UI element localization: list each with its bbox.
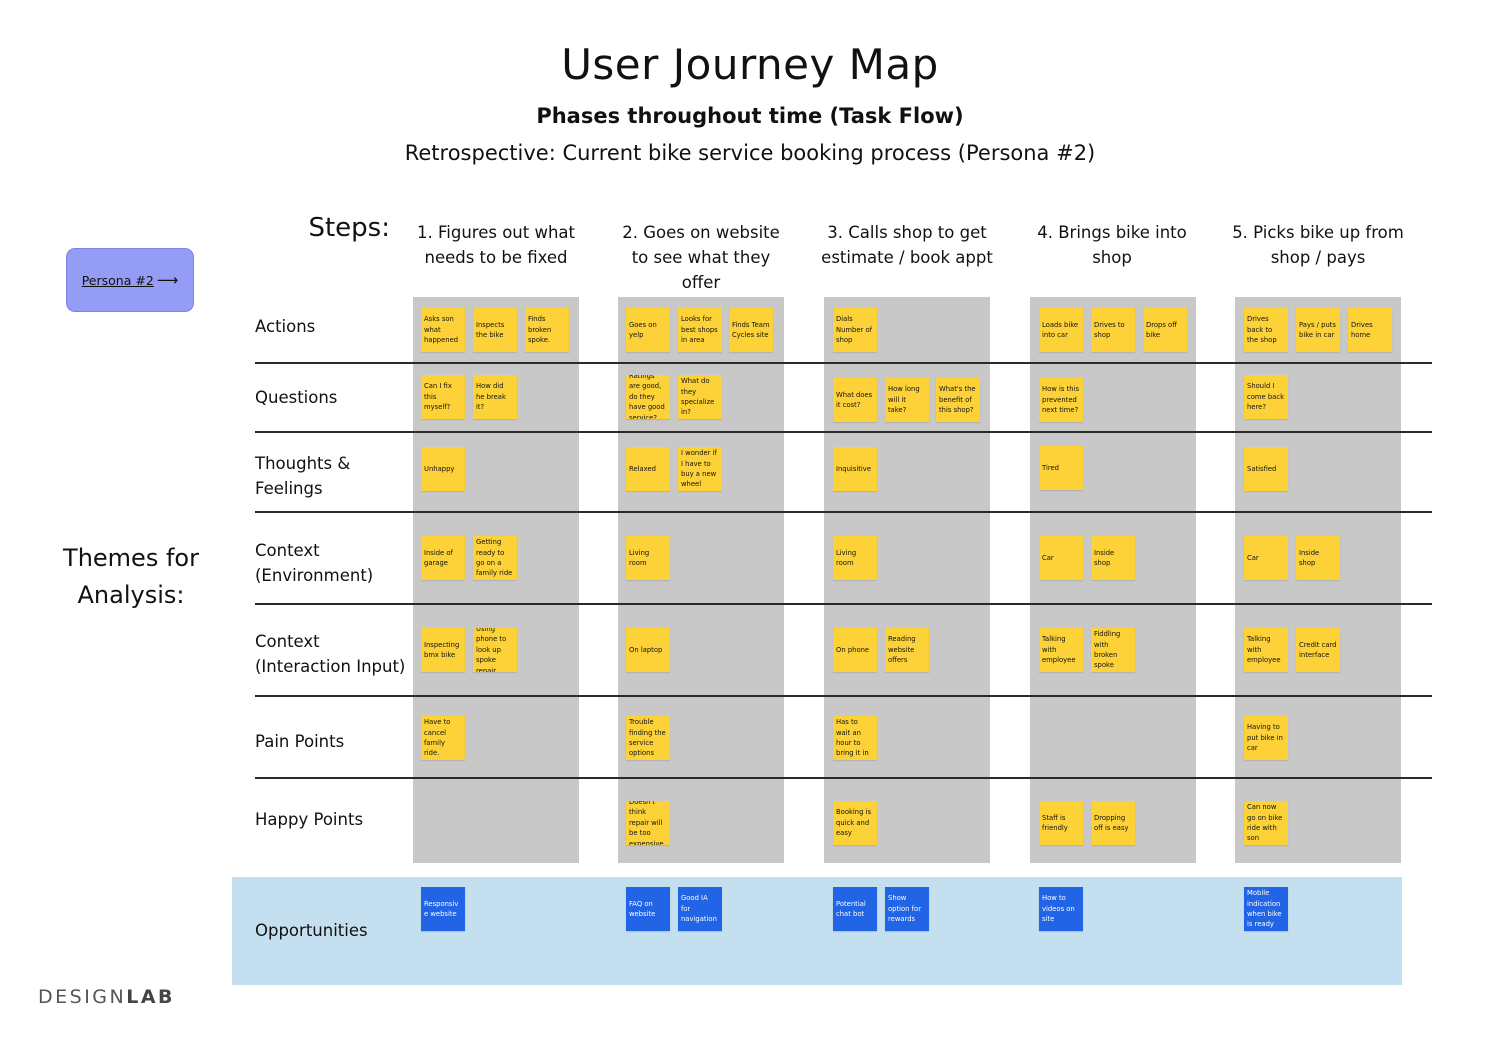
sticky-note: Talking with employee	[1244, 628, 1288, 672]
sticky-note: What does it cost?	[833, 378, 877, 422]
opportunity-note: Potential chat bot	[833, 887, 877, 931]
sticky-note: Drives to shop	[1091, 308, 1135, 352]
sticky-note: Staff is friendly	[1039, 801, 1083, 845]
step-2: 2. Goes on website to see what they offe…	[622, 223, 780, 292]
sticky-note: Inspects the bike	[473, 308, 517, 352]
sticky-note: What do they specialize in?	[678, 375, 722, 419]
sticky-note: Tired	[1039, 446, 1083, 490]
row-label-thoughts-feelings: Thoughts & Feelings	[255, 454, 351, 498]
row-divider	[255, 777, 1432, 779]
sticky-note: I wonder if I have to buy a new wheel	[678, 447, 722, 491]
sticky-note: Credit card interface	[1296, 628, 1340, 672]
sticky-note: Car	[1244, 536, 1288, 580]
row-label-pain-points: Pain Points	[255, 731, 345, 751]
sticky-note: Inquisitive	[833, 447, 877, 491]
opportunities-band	[232, 877, 1402, 985]
sticky-note: Drops off bike	[1143, 308, 1187, 352]
sticky-note: How did he break it?	[473, 375, 517, 419]
page-title: User Journey Map	[561, 40, 939, 89]
sticky-note: On laptop	[626, 628, 670, 672]
step-3: 3. Calls shop to get estimate / book app…	[821, 223, 993, 267]
sticky-note: Have to cancel family ride.	[421, 716, 465, 760]
sticky-note: Doesn't think repair will be too expensi…	[626, 801, 670, 845]
sticky-note: Getting ready to go on a family ride	[473, 536, 517, 580]
sticky-note: Satisfied	[1244, 447, 1288, 491]
sticky-note: How is this prevented next time?	[1039, 378, 1083, 422]
sticky-note: Has to wait an hour to bring it in	[833, 716, 877, 760]
step-5: 5. Picks bike up from shop / pays	[1232, 223, 1404, 267]
sticky-note: Pays / puts bike in car	[1296, 308, 1340, 352]
step-1: 1. Figures out what needs to be fixed	[416, 223, 575, 267]
sticky-note: Relaxed	[626, 447, 670, 491]
row-label-opportunities: Opportunities	[255, 920, 368, 940]
sticky-note: Inside shop	[1091, 536, 1135, 580]
opportunity-note: Show option for rewards	[885, 887, 929, 931]
page-description: Retrospective: Current bike service book…	[404, 141, 1096, 165]
designlab-logo: DESIGNLAB	[38, 986, 176, 1008]
sticky-note: Asks son what happened	[421, 308, 465, 352]
sticky-note: Looks for best shops in area	[678, 308, 722, 352]
persona-link-button[interactable]: Persona #2 ⟶	[66, 248, 194, 312]
sticky-note: Trouble finding the service options	[626, 716, 670, 760]
sticky-note: Should I come back here?	[1244, 375, 1288, 419]
sticky-note: On phone	[833, 628, 877, 672]
row-label-questions: Questions	[255, 387, 338, 407]
opportunity-note: Good IA for navigation	[678, 887, 722, 931]
sticky-note: Living room	[626, 536, 670, 580]
sticky-note: Booking is quick and easy	[833, 801, 877, 845]
sticky-note: Dropping off is easy	[1091, 801, 1135, 845]
opportunity-note: FAQ on website	[626, 887, 670, 931]
opportunity-note: Responsive website	[421, 887, 465, 931]
sticky-note: Having to put bike in car	[1244, 716, 1288, 760]
sticky-note: Goes on yelp	[626, 308, 670, 352]
sticky-note: Living room	[833, 536, 877, 580]
sticky-note: Loads bike into car	[1039, 308, 1083, 352]
sticky-note: Talking with employee	[1039, 628, 1083, 672]
row-divider	[255, 603, 1432, 605]
row-divider	[255, 362, 1432, 364]
sticky-note: Inside shop	[1296, 536, 1340, 580]
sticky-note: Reading website offers	[885, 628, 929, 672]
sticky-note: Drives back to the shop	[1244, 308, 1288, 352]
sticky-note: Inspecting bmx bike	[421, 628, 465, 672]
sticky-note: Inside of garage	[421, 536, 465, 580]
opportunity-note: Mobile indication when bike is ready	[1244, 887, 1288, 931]
row-label-context-environment: Context (Environment)	[255, 541, 374, 585]
sticky-note: Dials Number of shop	[833, 308, 877, 352]
sticky-note: Finds broken spoke.	[525, 308, 569, 352]
sticky-note: Drives home	[1348, 308, 1392, 352]
sticky-note: Finds Team Cycles site	[729, 308, 773, 352]
sticky-note: What's the benefit of this shop?	[936, 378, 980, 422]
row-label-actions: Actions	[255, 316, 316, 336]
step-4: 4. Brings bike into shop	[1037, 223, 1187, 267]
row-label-context-interaction-input: Context (Interaction Input)	[255, 632, 406, 676]
persona-link-label: Persona #2	[81, 272, 154, 288]
sticky-note: Ratings are good, do they have good serv…	[626, 375, 670, 419]
sticky-note: Unhappy	[421, 447, 465, 491]
sticky-note: Can now go on bike ride with son	[1244, 801, 1288, 845]
row-divider	[255, 511, 1432, 513]
row-label-happy-points: Happy Points	[255, 809, 364, 829]
sticky-note: Using phone to look up spoke repair	[473, 628, 517, 672]
page-subtitle: Phases throughout time (Task Flow)	[536, 104, 964, 128]
row-divider	[255, 695, 1432, 697]
steps-label: Steps:	[308, 213, 390, 243]
sticky-note: Fiddling with broken spoke	[1091, 628, 1135, 672]
themes-label: Themes for Analysis:	[63, 544, 199, 609]
row-divider	[255, 431, 1432, 433]
sticky-note: How long will it take?	[885, 378, 929, 422]
sticky-note: Can I fix this myself?	[421, 375, 465, 419]
opportunity-note: How to videos on site	[1039, 887, 1083, 931]
arrow-right-icon: ⟶	[156, 271, 179, 289]
sticky-note: Car	[1039, 536, 1083, 580]
